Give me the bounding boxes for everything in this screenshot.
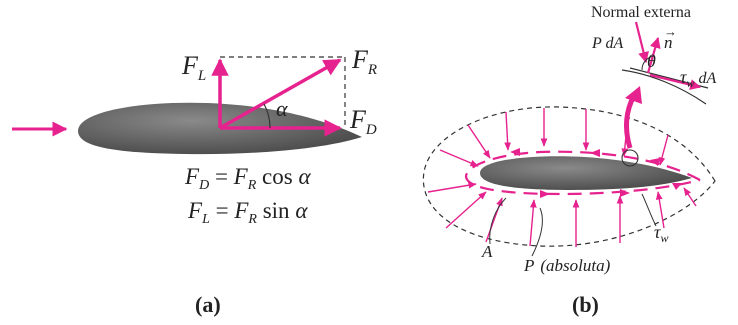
area-label: A <box>481 242 493 261</box>
resultant-vector <box>219 58 342 130</box>
pressure-label: P(absoluta) <box>523 256 611 275</box>
shear-force-label: τw dA <box>680 67 716 90</box>
panel-a-caption: (a) <box>195 292 221 317</box>
pressure-arrow <box>658 134 669 166</box>
normal-vector-label: n <box>664 33 673 52</box>
theta-label: θ <box>647 51 656 71</box>
normal-label: Normal externa <box>591 4 691 21</box>
shear-arrowhead <box>510 148 520 156</box>
normal-vector <box>646 36 661 74</box>
pressure-arrow <box>485 197 503 243</box>
pressure-arrow <box>529 199 537 247</box>
surface-element-circle <box>621 149 639 167</box>
shear-arrowhead <box>590 149 600 157</box>
shear-arrowhead <box>672 183 682 190</box>
pressure-arrow <box>504 111 511 151</box>
pressure-leader <box>531 207 543 257</box>
shear-arrowhead <box>540 190 550 198</box>
shear-arrowheads <box>510 148 682 198</box>
pressure-arrow <box>467 124 491 159</box>
pressure-force-vector <box>634 21 649 64</box>
panel-a: FL FR FD α FD = FR cos α FL = FR sin α (… <box>12 45 377 317</box>
drag-label: FD <box>349 105 377 138</box>
airfoil-b <box>480 156 692 190</box>
pressure-force-label: P dA <box>591 35 623 52</box>
pressure-arrow <box>683 187 697 207</box>
pressure-arrow <box>655 191 665 229</box>
shear-label: τw <box>654 222 668 245</box>
surface-curve <box>621 69 707 105</box>
theta-arc <box>641 55 655 71</box>
alpha-label: α <box>276 96 288 121</box>
zoom-arrow <box>624 94 637 149</box>
lift-label: FL <box>181 51 206 84</box>
zoom-arrowhead <box>625 86 642 104</box>
area-leader <box>489 197 507 245</box>
alpha-arc <box>263 103 271 129</box>
resultant-label: FR <box>351 45 377 78</box>
lift-equation: FL = FR sin α <box>187 198 308 227</box>
pressure-arrow <box>439 149 479 167</box>
shear-leader <box>641 193 657 227</box>
drag-equation: FD = FR cos α <box>184 164 311 193</box>
pressure-arrow <box>445 191 487 229</box>
shear-force-vector <box>649 73 702 91</box>
panel-b: Normal externa n → P dA θ τw dA A P(abso… <box>422 4 716 317</box>
zoomed-element <box>621 21 709 105</box>
pressure-arrow <box>427 181 477 193</box>
panel-b-caption: (b) <box>572 292 599 317</box>
normal-vector-arrow-mark: → <box>664 24 677 39</box>
shear-arrowhead <box>650 158 660 166</box>
shear-arrowhead <box>620 189 630 197</box>
shear-stress-loop <box>464 150 701 196</box>
